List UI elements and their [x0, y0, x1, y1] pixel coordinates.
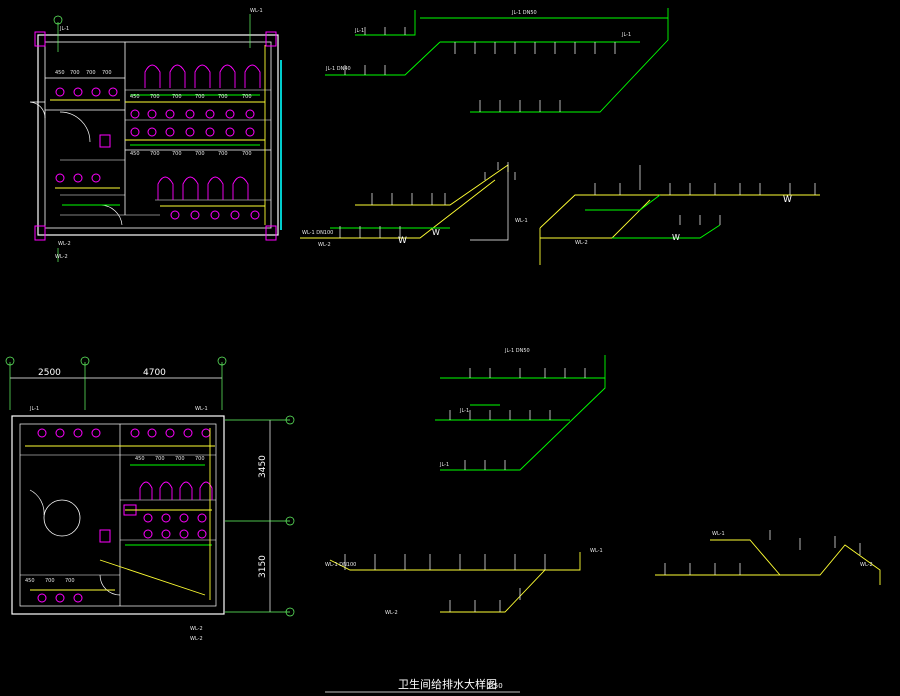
stall-arches-top [144, 64, 261, 200]
svg-text:700: 700 [175, 456, 185, 462]
axis-bubble [285, 415, 295, 425]
svg-text:JL-1 DN50: JL-1 DN50 [511, 10, 537, 16]
iso-drain-bottom-left: WL-1 DN100 WL-1WL-2 [325, 548, 603, 616]
plan-top-inner-wall [44, 41, 272, 229]
svg-text:700: 700 [195, 94, 205, 100]
plan-bottom-outer-wall [11, 415, 225, 615]
dim-right-lower: 3150 [258, 555, 268, 578]
axis-bubble [53, 15, 63, 25]
svg-text:700: 700 [195, 151, 205, 157]
door-swing [29, 489, 45, 516]
svg-text:JL-1: JL-1 [459, 408, 469, 414]
plan-top-toilet-layout: 450 700 700 700 450 700 700 700 700 700 450 700 70… [29, 8, 282, 262]
sanitary-fixtures-bottom [37, 428, 211, 603]
svg-text:700: 700 [172, 94, 182, 100]
svg-text:W: W [672, 233, 680, 242]
svg-text:WL-1: WL-1 [250, 8, 263, 14]
column-corner [34, 225, 46, 241]
svg-text:450: 450 [135, 456, 145, 462]
svg-text:WL-2: WL-2 [55, 254, 68, 260]
door-swing [29, 101, 46, 119]
svg-text:WL-1: WL-1 [195, 406, 208, 412]
iso-drain-mid-right: W W WL-1WL-2 [515, 165, 820, 265]
svg-text:700: 700 [65, 578, 75, 584]
svg-text:700: 700 [155, 456, 165, 462]
svg-text:450: 450 [130, 94, 140, 100]
svg-text:WL-2: WL-2 [860, 562, 873, 568]
svg-text:JL-1: JL-1 [354, 28, 364, 34]
svg-text:WL-1: WL-1 [712, 531, 725, 537]
axis-bubble [217, 356, 227, 366]
svg-text:700: 700 [102, 70, 112, 76]
svg-text:450: 450 [55, 70, 65, 76]
column-corner [34, 31, 46, 47]
axis-bubble [5, 356, 15, 366]
svg-text:700: 700 [242, 151, 252, 157]
svg-text:W: W [783, 195, 792, 205]
svg-text:450: 450 [25, 578, 35, 584]
svg-text:WL-1: WL-1 [590, 548, 603, 554]
svg-text:WL-2: WL-2 [575, 240, 588, 246]
dim-top-right: 4700 [143, 368, 166, 378]
svg-text:JL-1: JL-1 [439, 462, 449, 468]
svg-text:JL-1 DN50: JL-1 DN50 [504, 348, 530, 354]
axis-bubble [285, 607, 295, 617]
door-swing [59, 111, 91, 143]
pipe-runs-bottom [25, 428, 215, 600]
axis-bubble [285, 516, 295, 526]
svg-text:WL-2: WL-2 [318, 242, 331, 248]
svg-text:W: W [432, 228, 440, 237]
door-swing [99, 574, 121, 596]
svg-text:JL-1: JL-1 [621, 32, 631, 38]
svg-text:700: 700 [242, 94, 252, 100]
svg-text:700: 700 [150, 94, 160, 100]
svg-text:JL-1: JL-1 [59, 26, 69, 32]
iso-drain-bottom-right: WL-1WL-2 [655, 530, 881, 585]
svg-text:WL-2: WL-2 [58, 241, 71, 247]
drawing-title: 卫生间给排水大样图 [398, 677, 497, 691]
axis-bubble [80, 356, 90, 366]
svg-text:WL-2: WL-2 [190, 636, 203, 642]
svg-text:WL-1 DN100: WL-1 DN100 [302, 230, 333, 236]
plan-top-outer-wall [37, 34, 279, 236]
svg-text:700: 700 [195, 456, 205, 462]
svg-text:WL-1 DN100: WL-1 DN100 [325, 562, 356, 568]
svg-text:700: 700 [70, 70, 80, 76]
column-corner [265, 31, 277, 47]
svg-text:WL-1: WL-1 [515, 218, 528, 224]
svg-text:700: 700 [150, 151, 160, 157]
sanitary-fixtures-top [55, 87, 260, 220]
svg-text:W: W [398, 236, 407, 246]
svg-text:700: 700 [86, 70, 96, 76]
pipe-runs-top [50, 45, 266, 225]
svg-text:450: 450 [130, 151, 140, 157]
svg-text:WL-2: WL-2 [190, 626, 203, 632]
svg-text:WL-2: WL-2 [385, 610, 398, 616]
dim-right-upper: 3450 [258, 455, 268, 478]
stall-arches-bottom [139, 481, 213, 500]
plan-bottom-toilet-layout: 2500 4700 3450 3150 [5, 356, 295, 642]
plan-top-small-labels: 450 700 700 700 450 700 700 700 700 700 450 700 70… [55, 8, 263, 260]
plan-bottom-inner-wall [19, 423, 217, 607]
drawing-scale: 1:50 [487, 682, 503, 690]
svg-text:700: 700 [45, 578, 55, 584]
svg-text:700: 700 [218, 94, 228, 100]
column-corner [265, 225, 277, 241]
drawing-title-block: 卫生间给排水大样图 1:50 [325, 677, 520, 693]
svg-text:JL-1 DN40: JL-1 DN40 [325, 66, 351, 72]
svg-text:700: 700 [218, 151, 228, 157]
round-partition [43, 499, 81, 537]
dim-top-left: 2500 [38, 368, 61, 378]
svg-text:700: 700 [172, 151, 182, 157]
svg-text:JL-1: JL-1 [29, 406, 39, 412]
